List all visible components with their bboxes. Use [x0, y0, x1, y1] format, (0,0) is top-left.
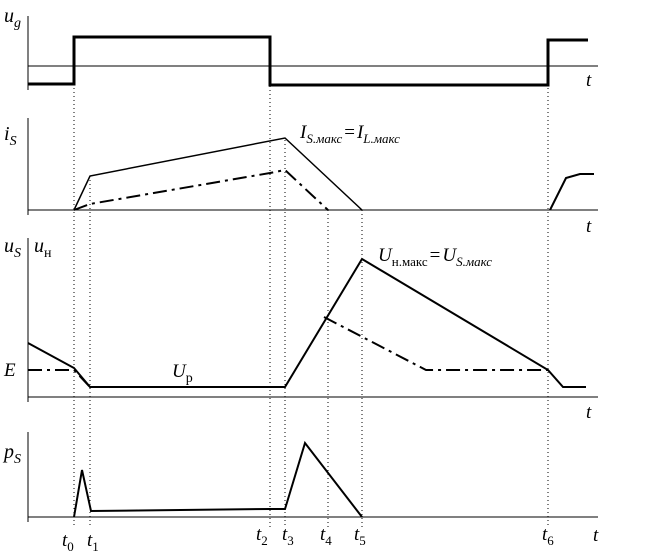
time-label-t6: t6: [542, 524, 554, 548]
time-label-t4: t4: [320, 524, 332, 548]
un-dashdot-waveform: [323, 316, 548, 371]
ug-time-label: t: [586, 70, 592, 91]
iS-time-label: t: [586, 216, 592, 237]
pS-label: pS: [2, 441, 21, 467]
iS-label: iS: [4, 123, 17, 149]
ug-label: ug: [4, 5, 21, 31]
time-labels: t0 t1 t2 t3 t4 t5 t6: [62, 524, 554, 554]
uS-waveform: [27, 257, 586, 388]
time-label-t1: t1: [87, 530, 99, 554]
panel-iS: iS t IS.макс=IL.макс: [4, 118, 598, 237]
uS-time-label: t: [586, 402, 592, 423]
uS-label: uS: [4, 235, 21, 261]
time-label-t5: t5: [354, 524, 366, 548]
iS-max-annotation: IS.макс=IL.макс: [299, 122, 400, 146]
Up-label: Up: [172, 361, 193, 386]
time-markers: [73, 40, 549, 528]
ug-waveform: [28, 35, 588, 87]
panel-uS: uS uн E Up t Uн.макс=US.макс: [3, 235, 598, 423]
uS-dashdot-waveform: [28, 369, 91, 388]
iS-waveform-next: [549, 173, 594, 211]
time-label-t2: t2: [256, 524, 268, 548]
panel-ug: ug t: [4, 5, 598, 91]
time-label-t0: t0: [62, 530, 74, 554]
uS-max-annotation: Uн.макс=US.макс: [378, 245, 492, 269]
iS-waveform: [73, 137, 363, 211]
panel-pS: pS t: [2, 432, 599, 546]
pS-waveform: [73, 440, 363, 518]
pS-time-label: t: [593, 525, 599, 546]
E-label: E: [3, 360, 16, 381]
iS-dashdot-waveform: [73, 168, 329, 211]
time-label-t3: t3: [282, 524, 294, 548]
un-label: uн: [34, 235, 52, 261]
